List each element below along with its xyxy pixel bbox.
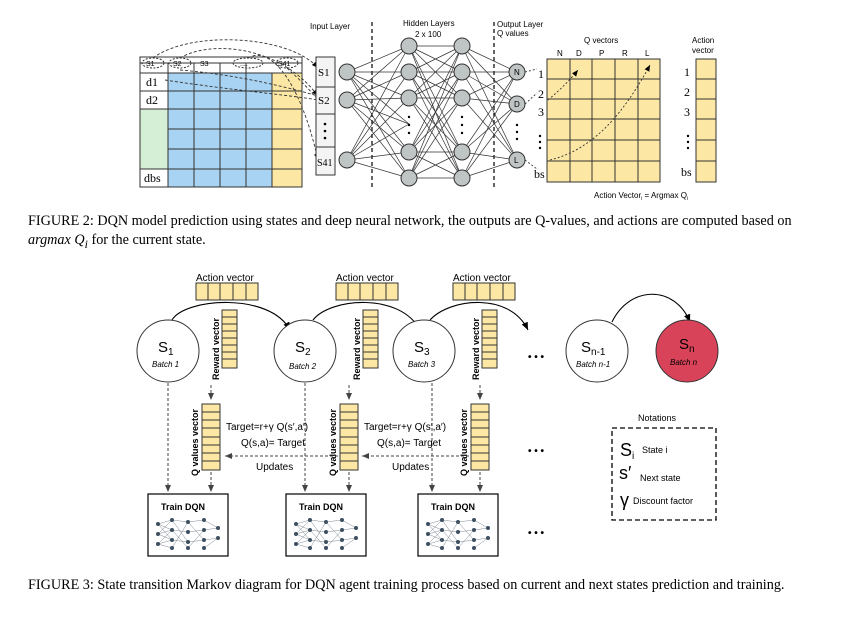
notation-symbol-next: s′ bbox=[619, 463, 632, 483]
row-label-d2: d2 bbox=[146, 93, 158, 107]
header-dots: .... bbox=[240, 61, 248, 68]
row-label-d1: d1 bbox=[146, 75, 158, 89]
state-2-batch: Batch 2 bbox=[289, 362, 317, 371]
action-formula: Action Vectori = Argmax Qi bbox=[594, 191, 688, 202]
q-values-vector-label-b: Q values vector bbox=[328, 408, 338, 476]
state-circles bbox=[136, 319, 719, 383]
q-row-3: 3 bbox=[538, 105, 544, 119]
notation-text-state: State i bbox=[642, 445, 668, 455]
target-formula-a: Target=r+γ Q(s′,a′) bbox=[226, 422, 308, 433]
state-1-name: S1 bbox=[158, 339, 174, 358]
updates-label-b: Updates bbox=[392, 462, 429, 473]
network-nodes bbox=[338, 37, 526, 187]
hidden-layers-size: 2 x 100 bbox=[415, 30, 442, 39]
mini-networks bbox=[156, 517, 491, 551]
action-vector-label-a: Action vector bbox=[196, 273, 254, 284]
q-row-bs: bs bbox=[534, 167, 545, 181]
dots-row-2: • • • bbox=[528, 446, 545, 457]
state-3-name: S3 bbox=[414, 339, 430, 358]
output-to-q-arrows bbox=[524, 64, 651, 170]
q-col-d: D bbox=[576, 49, 582, 58]
notation-text-gamma: Discount factor bbox=[633, 496, 693, 506]
transition-arcs bbox=[171, 293, 691, 331]
train-dqn-label-c: Train DQN bbox=[431, 502, 475, 512]
reward-vector-label-a: Reward vector bbox=[211, 317, 221, 380]
action-vector-label-2: vector bbox=[692, 46, 714, 55]
state-n-name: Sn bbox=[679, 336, 695, 355]
action-row-3: 3 bbox=[684, 105, 690, 119]
input-layer-label: Input Layer bbox=[310, 22, 350, 31]
action-row-2: 2 bbox=[684, 85, 690, 99]
q-values-vector-label-a: Q values vector bbox=[190, 408, 200, 476]
action-row-1: 1 bbox=[684, 65, 690, 79]
notations-box bbox=[611, 427, 717, 521]
train-dqn-label-b: Train DQN bbox=[299, 502, 343, 512]
output-node-l: L bbox=[514, 156, 519, 165]
notation-text-next: Next state bbox=[640, 473, 681, 483]
action-vector-column bbox=[695, 58, 717, 183]
hidden-layers-label: Hidden Layers bbox=[403, 19, 455, 28]
notation-symbol-gamma: γ bbox=[620, 490, 629, 510]
output-node-n: N bbox=[514, 68, 520, 77]
notation-symbol-state: Si bbox=[620, 440, 634, 462]
state-1-batch: Batch 1 bbox=[152, 360, 179, 369]
dots-row-1: • • • bbox=[528, 352, 545, 363]
state-table bbox=[139, 56, 303, 188]
updates-label-a: Updates bbox=[256, 462, 293, 473]
target-formula-b: Target=r+γ Q(s′,a′) bbox=[364, 422, 446, 433]
train-dqn-label-a: Train DQN bbox=[161, 502, 205, 512]
dots-row-3: • • • bbox=[528, 528, 545, 539]
notations-title: Notations bbox=[638, 413, 677, 423]
row-label-dbs: dbs bbox=[144, 171, 161, 185]
figure-2-caption: FIGURE 2: DQN model prediction using sta… bbox=[28, 213, 792, 251]
state-n-1-name: Sn-1 bbox=[581, 339, 606, 358]
state-3-batch: Batch 3 bbox=[408, 360, 436, 369]
q-col-p: P bbox=[599, 49, 604, 58]
q-col-n: N bbox=[557, 49, 563, 58]
action-vector-label-b: Action vector bbox=[336, 273, 394, 284]
train-dqn-boxes bbox=[147, 493, 499, 557]
reward-vectors bbox=[221, 309, 498, 369]
input-dots bbox=[323, 122, 327, 140]
q-col-l: L bbox=[645, 49, 650, 58]
q-equals-a: Q(s,a)= Target bbox=[241, 438, 305, 449]
action-vector-blocks bbox=[195, 282, 516, 301]
q-values-vectors bbox=[201, 403, 490, 471]
input-node-label-s2: S2 bbox=[318, 95, 330, 107]
q-equals-b: Q(s,a)= Target bbox=[377, 438, 441, 449]
header-s41: S41 bbox=[278, 61, 291, 68]
hidden-dots bbox=[407, 115, 519, 141]
q-values-vector-label-c: Q values vector bbox=[459, 408, 469, 476]
output-layer-label: Output Layer bbox=[497, 20, 544, 29]
q-vectors-label: Q vectors bbox=[584, 36, 618, 45]
state-n-batch: Batch n bbox=[670, 358, 698, 367]
figure-3-caption: FIGURE 3: State transition Markov diagra… bbox=[28, 577, 785, 593]
input-node-label-s1: S1 bbox=[318, 67, 330, 79]
action-vector-label-1: Action bbox=[692, 36, 714, 45]
output-layer-sublabel: Q values bbox=[497, 29, 529, 38]
network-connections bbox=[346, 45, 518, 179]
dashed-flow-arrows bbox=[165, 383, 483, 492]
reward-vector-label-b: Reward vector bbox=[352, 317, 362, 380]
caption-math: argmax Qi bbox=[28, 232, 88, 251]
output-node-d: D bbox=[514, 100, 520, 109]
header-s2: S2 bbox=[173, 61, 182, 68]
state-n-1-batch: Batch n-1 bbox=[576, 360, 610, 369]
state-2-name: S2 bbox=[295, 339, 311, 358]
input-node-label-s41: S41 bbox=[317, 158, 333, 169]
q-col-r: R bbox=[622, 49, 628, 58]
q-vectors-grid bbox=[546, 58, 661, 183]
q-row-1: 1 bbox=[538, 67, 544, 81]
reward-vector-label-c: Reward vector bbox=[471, 317, 481, 380]
q-row-2: 2 bbox=[538, 87, 544, 101]
header-s1: S1 bbox=[146, 61, 155, 68]
action-vector-label-c: Action vector bbox=[453, 273, 511, 284]
action-row-bs: bs bbox=[681, 165, 692, 179]
header-s3: S3 bbox=[200, 61, 209, 68]
